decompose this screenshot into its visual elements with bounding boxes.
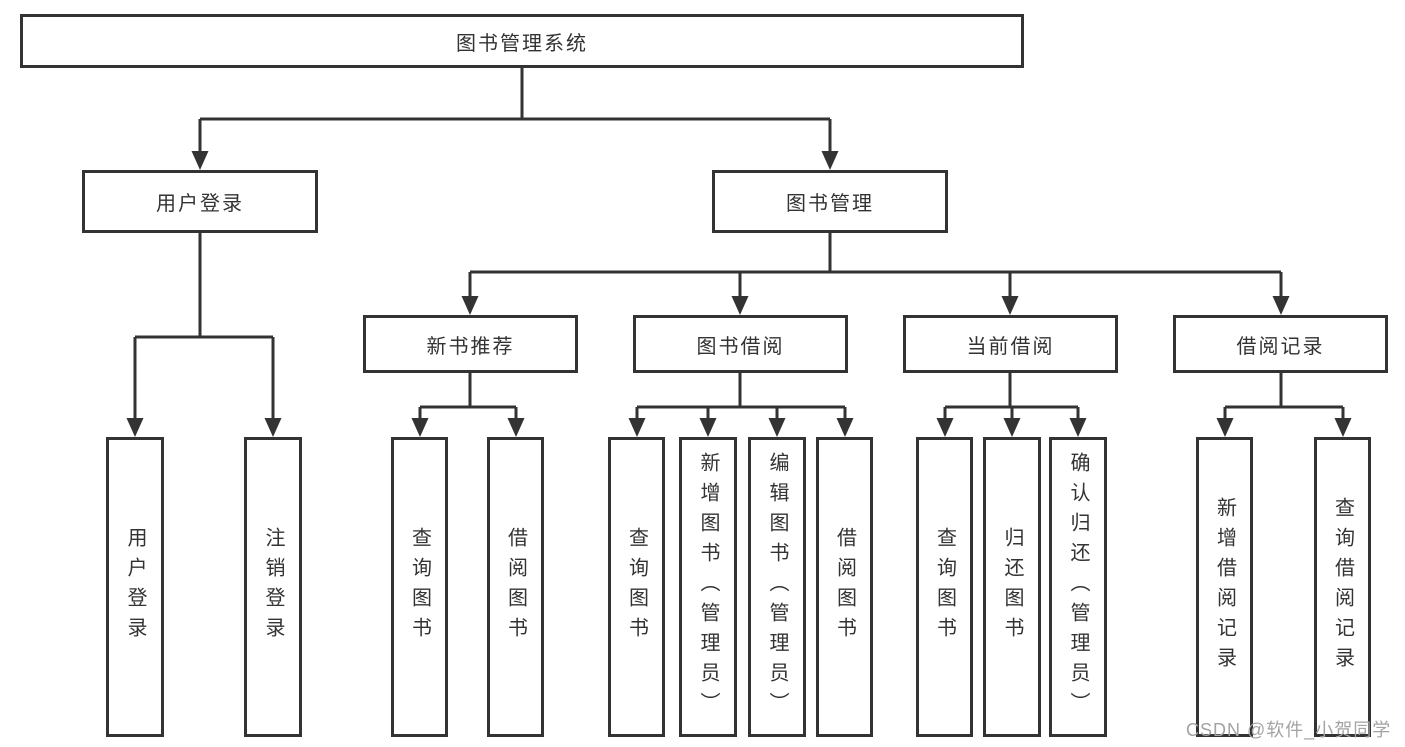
connector-user-branch [133,233,275,419]
leaf-cb-confirm-return-admin: 确认归还（管理员） [1049,437,1107,737]
leaf-nbr-borrow-book: 借阅图书 [487,437,544,737]
node-current-borrowing: 当前借阅 [903,315,1118,373]
leaf-user-login: 用户登录 [106,437,164,737]
connector-book-branch [468,233,1283,297]
leaf-bb-borrow-book: 借阅图书 [816,437,873,737]
leaf-cb-return-book: 归还图书 [983,437,1041,737]
leaf-bb-edit-book-admin: 编辑图书（管理员） [748,437,806,737]
connector-root [198,68,832,152]
connector-book-borrow-group [635,373,847,419]
leaf-bb-borrow-book-label: 借阅图书 [833,527,856,647]
leaf-br-add-record-label: 新增借阅记录 [1213,497,1236,677]
node-new-book-recommend: 新书推荐 [363,315,578,373]
connector-records-group [1223,373,1345,419]
leaf-logout: 注销登录 [244,437,302,737]
leaf-logout-label: 注销登录 [262,527,284,647]
node-user-login: 用户登录 [82,170,318,233]
leaf-cb-query-book: 查询图书 [916,437,973,737]
node-root-label: 图书管理系统 [456,32,588,55]
leaf-bb-edit-book-admin-label: 编辑图书（管理员） [766,452,788,722]
connector-new-book-group [418,373,518,419]
node-borrowing-records: 借阅记录 [1173,315,1388,373]
node-book-borrowing: 图书借阅 [633,315,848,373]
node-user-login-label: 用户登录 [156,193,244,215]
leaf-bb-add-book-admin-label: 新增图书（管理员） [697,452,719,722]
leaf-user-login-label: 用户登录 [124,527,146,647]
leaf-br-query-record: 查询借阅记录 [1314,437,1371,737]
node-borrowing-records-label: 借阅记录 [1236,335,1325,358]
leaf-br-add-record: 新增借阅记录 [1196,437,1253,737]
node-book-management-label: 图书管理 [786,193,874,215]
leaf-cb-query-book-label: 查询图书 [933,527,956,647]
leaf-bb-query-book-label: 查询图书 [625,527,648,647]
node-current-borrowing-label: 当前借阅 [966,335,1055,358]
node-book-management: 图书管理 [712,170,948,233]
leaf-cb-return-book-label: 归还图书 [1001,527,1023,647]
leaf-nbr-borrow-book-label: 借阅图书 [504,527,527,647]
leaf-cb-confirm-return-admin-label: 确认归还（管理员） [1067,452,1089,722]
node-root-system: 图书管理系统 [20,14,1024,68]
leaf-bb-query-book: 查询图书 [608,437,665,737]
connector-current-borrow-group [943,373,1080,419]
leaf-nbr-query-book: 查询图书 [391,437,448,737]
arrowhead-icons [126,151,1352,437]
leaf-br-query-record-label: 查询借阅记录 [1331,497,1354,677]
leaf-bb-add-book-admin: 新增图书（管理员） [679,437,737,737]
node-book-borrowing-label: 图书借阅 [696,335,785,358]
leaf-nbr-query-book-label: 查询图书 [408,527,431,647]
watermark-text: CSDN @软件_小贺同学 [1186,720,1392,740]
node-new-book-recommend-label: 新书推荐 [426,335,515,358]
